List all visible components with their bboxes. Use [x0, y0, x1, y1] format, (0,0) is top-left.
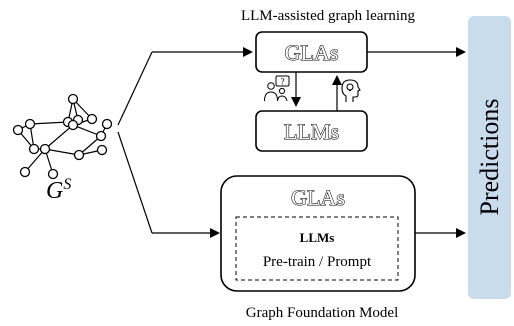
graph-node	[47, 168, 59, 180]
question-mark: ?	[281, 77, 285, 87]
person-question-icon	[264, 75, 290, 102]
inner-dashed-box	[235, 216, 399, 281]
graph-label: GS	[46, 176, 71, 204]
graph-nodes	[12, 93, 113, 180]
graph-node	[39, 143, 51, 155]
branch-lines	[117, 47, 253, 238]
graph-node	[28, 143, 40, 155]
llm-box	[255, 110, 368, 152]
graph-node	[19, 166, 31, 178]
llm-label: LLMs	[284, 119, 339, 144]
graph-node	[12, 124, 24, 136]
graph-node	[67, 93, 79, 105]
graph-network	[17, 98, 108, 175]
bottom-title: Graph Foundation Model	[246, 305, 398, 321]
gla-top-label: GLAs	[285, 40, 339, 65]
inner-llm-label: LLMs	[300, 230, 335, 245]
graph-node	[101, 118, 113, 130]
graph-node	[96, 144, 108, 156]
graph-label-superscript: S	[63, 176, 71, 193]
predictions-panel	[468, 16, 511, 299]
graph-label-main: G	[46, 178, 63, 204]
graph-node	[73, 149, 85, 161]
graph-node	[24, 118, 36, 130]
inner-method-label: Pre-train / Prompt	[263, 254, 372, 270]
head-lightbulb-icon	[341, 79, 361, 102]
graph-node	[95, 130, 107, 142]
graph-node	[86, 113, 98, 125]
top-title: LLM-assisted graph learning	[241, 8, 416, 24]
predictions-label: Predictions	[475, 99, 504, 216]
graph-node	[67, 119, 79, 131]
gla-bottom-label: GLAs	[291, 185, 345, 210]
